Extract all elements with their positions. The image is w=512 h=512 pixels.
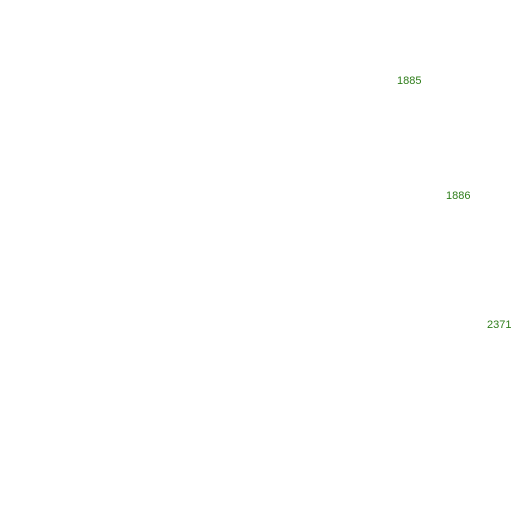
number-label-1885: 1885 — [397, 75, 422, 87]
number-label-2371: 2371 — [487, 319, 512, 331]
number-label-1886: 1886 — [446, 190, 471, 202]
